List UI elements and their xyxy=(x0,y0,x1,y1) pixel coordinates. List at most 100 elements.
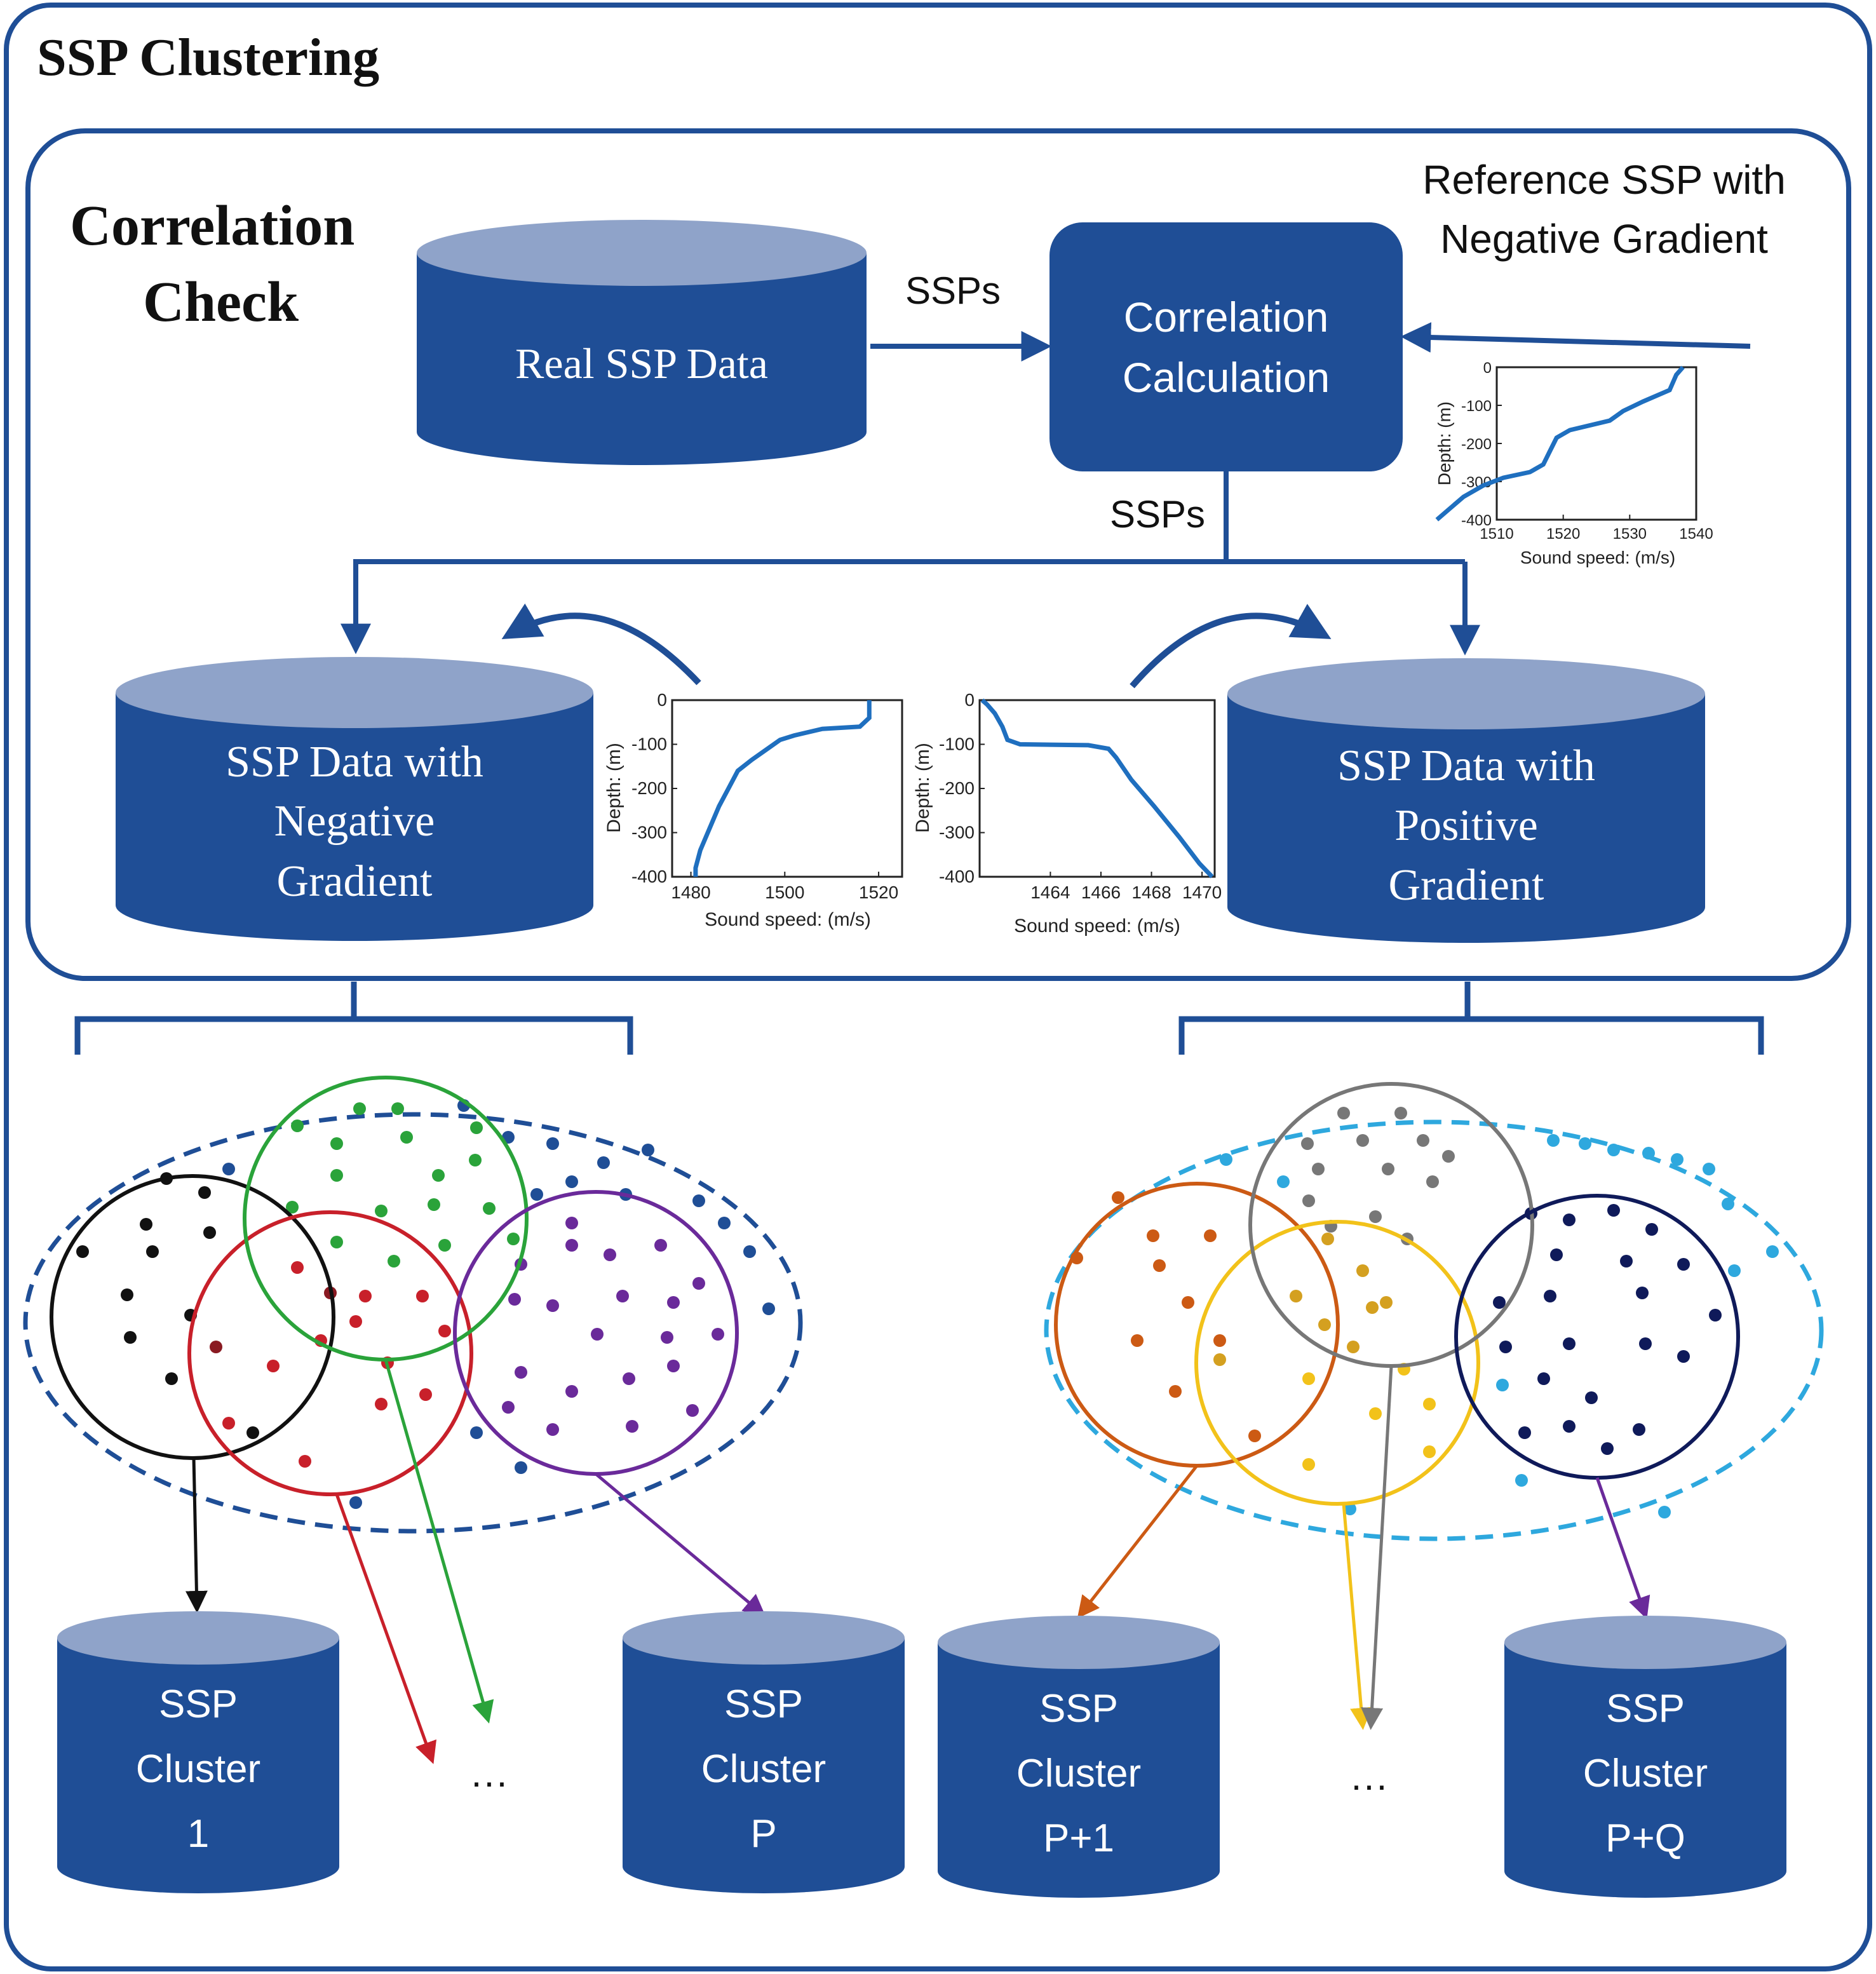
data-point xyxy=(661,1331,673,1344)
bracket-right xyxy=(1178,982,1764,1055)
data-point xyxy=(1131,1334,1144,1347)
plot-ytick-label: -200 xyxy=(939,778,975,798)
data-point xyxy=(1658,1506,1671,1518)
data-point xyxy=(1563,1420,1576,1433)
data-point xyxy=(1550,1248,1563,1261)
data-point xyxy=(1380,1296,1393,1309)
data-point xyxy=(1369,1210,1382,1223)
plot-xtick-label: 1500 xyxy=(765,882,804,902)
plot-xtick-label: 1468 xyxy=(1131,882,1171,902)
data-point xyxy=(299,1455,311,1468)
data-point xyxy=(1496,1379,1509,1391)
data-point xyxy=(1709,1309,1722,1322)
reference-label-line1: Reference SSP with xyxy=(1422,157,1786,203)
data-point xyxy=(1301,1137,1314,1150)
data-point xyxy=(416,1290,429,1302)
positive-db-line1: SSP Data with xyxy=(1337,741,1595,790)
data-point xyxy=(762,1302,775,1315)
data-point xyxy=(1766,1245,1779,1258)
data-point xyxy=(1426,1175,1439,1188)
data-point xyxy=(470,1121,483,1134)
cluster-label-line3: P xyxy=(750,1812,776,1856)
data-point xyxy=(1563,1213,1576,1226)
data-point xyxy=(1318,1318,1331,1331)
correlation-label-line1: Correlation xyxy=(1124,294,1329,341)
data-point xyxy=(359,1290,372,1302)
plot-ytick-label: -400 xyxy=(631,867,667,886)
data-point xyxy=(623,1372,635,1385)
data-point xyxy=(1607,1144,1620,1156)
data-point xyxy=(1356,1134,1369,1147)
reference-plot-xlabel: Sound speed: (m/s) xyxy=(1520,548,1675,567)
arrow-purple-to-cluster-p xyxy=(595,1473,766,1617)
data-point xyxy=(353,1102,366,1115)
data-point xyxy=(1499,1341,1512,1353)
arrow-green xyxy=(384,1359,494,1724)
data-point xyxy=(1493,1296,1506,1309)
data-point xyxy=(507,1233,520,1245)
arrow-orange-to-cluster-p1 xyxy=(1077,1464,1198,1619)
data-point xyxy=(743,1245,756,1258)
negative-gradient-db: SSP Data with Negative Gradient xyxy=(116,657,593,941)
plot-ytick-label: 0 xyxy=(1483,360,1492,377)
arrow-black-to-cluster-1 xyxy=(185,1457,208,1613)
curved-arrow-to-negative xyxy=(501,603,701,686)
data-point xyxy=(546,1137,559,1150)
positive-plot-ylabel: Depth: (m) xyxy=(912,743,933,833)
data-point xyxy=(330,1137,343,1150)
positive-plot-xlabel: Sound speed: (m/s) xyxy=(1014,916,1180,936)
plot-ytick-label: -400 xyxy=(939,867,975,886)
cluster-circle-black xyxy=(50,1174,335,1460)
data-point xyxy=(291,1261,304,1274)
data-point xyxy=(121,1288,133,1301)
plot-ytick-label: 0 xyxy=(964,690,975,710)
data-point xyxy=(391,1102,404,1115)
bracket-left xyxy=(74,982,633,1055)
plot-xtick-label: 1540 xyxy=(1679,525,1713,543)
data-point xyxy=(502,1401,515,1414)
plot-xtick-label: 1520 xyxy=(1546,525,1580,543)
positive-gradient-db: SSP Data with Positive Gradient xyxy=(1227,658,1705,943)
data-point xyxy=(438,1239,451,1252)
data-point xyxy=(1423,1445,1436,1458)
data-point xyxy=(1277,1175,1290,1188)
section-title-line1: Correlation xyxy=(70,194,354,257)
plot-ytick-label: 0 xyxy=(657,690,667,710)
data-point xyxy=(375,1398,388,1410)
ellipsis-left: ··· xyxy=(470,1761,508,1803)
data-point xyxy=(1337,1107,1350,1119)
data-point xyxy=(140,1218,152,1231)
negative-db-line1: SSP Data with xyxy=(226,738,483,787)
arrow-reference-to-correlation xyxy=(1400,322,1751,353)
cluster-label-line3: P+1 xyxy=(1043,1816,1114,1860)
reference-label-line2: Negative Gradient xyxy=(1440,216,1768,262)
data-point xyxy=(1302,1194,1315,1207)
arrow-navy-to-cluster-pq xyxy=(1595,1477,1650,1619)
data-point xyxy=(291,1119,304,1132)
data-point xyxy=(438,1325,451,1337)
data-point xyxy=(1182,1296,1194,1309)
data-point xyxy=(1537,1372,1550,1385)
data-point xyxy=(286,1201,299,1213)
data-point xyxy=(1544,1290,1556,1302)
data-point xyxy=(1248,1430,1261,1442)
cluster-label-line2: Cluster xyxy=(136,1747,260,1791)
data-point xyxy=(1547,1134,1560,1147)
data-point xyxy=(428,1198,440,1211)
data-point xyxy=(388,1255,400,1268)
real-ssp-data-label: Real SSP Data xyxy=(515,339,768,388)
ssps-label-middle: SSPs xyxy=(1110,493,1205,536)
data-point xyxy=(203,1226,216,1239)
cluster-label-line3: P+Q xyxy=(1605,1816,1685,1860)
data-point xyxy=(419,1388,432,1401)
negative-plot-frame xyxy=(671,699,903,878)
plot-xtick-label: 1464 xyxy=(1030,882,1070,902)
ssps-label-top: SSPs xyxy=(905,269,1001,312)
data-point xyxy=(222,1417,235,1430)
negative-ssp-curve xyxy=(693,700,872,877)
data-point xyxy=(330,1236,343,1248)
data-point xyxy=(267,1360,280,1372)
